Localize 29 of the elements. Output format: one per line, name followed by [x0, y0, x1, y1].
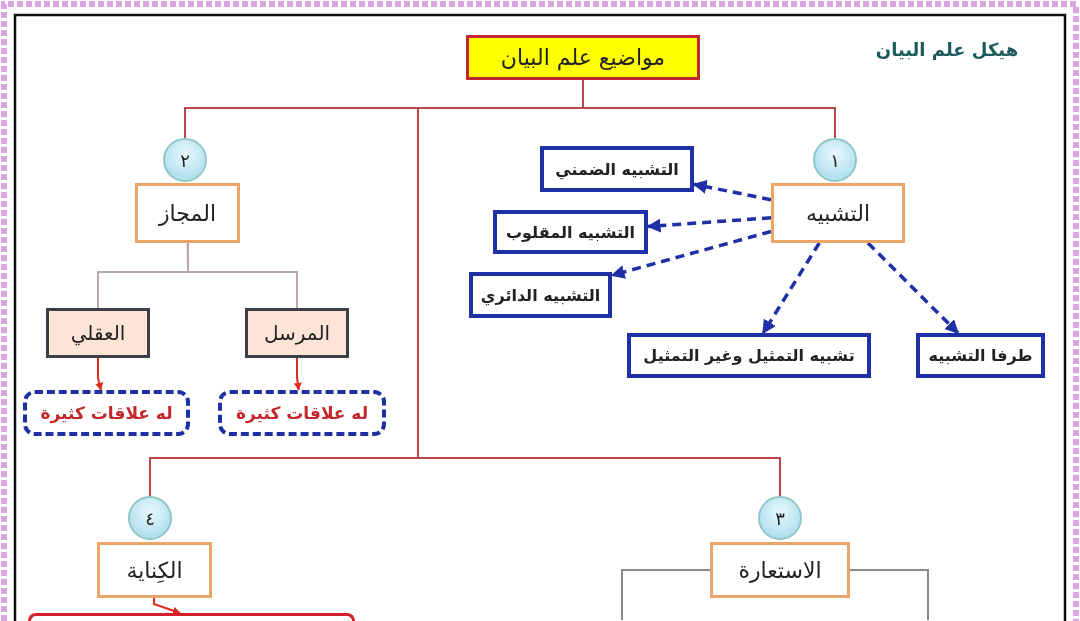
topic-box: المجاز [135, 183, 240, 243]
dashed-arrow [866, 241, 960, 335]
number-circle: ٤ [128, 496, 172, 540]
topic-box: الكِناية [97, 542, 212, 598]
number-circle: ٢ [163, 138, 207, 182]
subtopic-box: المرسل [245, 308, 349, 358]
note-box: له علاقات كثيرة [218, 390, 386, 436]
subtopic-box: التشبيه المقلوب [493, 210, 648, 254]
note-box: له علاقات كثيرة [23, 390, 190, 436]
dashed-arrow [761, 242, 821, 335]
number-circle: ١ [813, 138, 857, 182]
dashed-arrow [610, 229, 772, 279]
topic-box: الاستعارة [710, 542, 850, 598]
subtopic-box: طرفا التشبيه [916, 333, 1045, 378]
connector-line [849, 569, 929, 621]
number-circle: ٣ [758, 496, 802, 540]
subtopic-box: تشبيه التمثيل وغير التمثيل [627, 333, 871, 378]
connector-line [186, 242, 298, 309]
arrow [153, 597, 181, 615]
subtopic-box: التشبيه الضمني [540, 146, 694, 192]
title-box: مواضيع علم البيان [466, 35, 700, 80]
subtopic-box: التشبيه الدائري [469, 272, 612, 318]
topic-box: التشبيه [771, 183, 905, 243]
heading: هيكل علم البيان [874, 37, 1020, 62]
subtopic-box: العقلي [46, 308, 150, 358]
arrow [293, 357, 302, 391]
arrow [95, 357, 104, 391]
note-box [28, 613, 355, 621]
connector-line [621, 569, 711, 621]
